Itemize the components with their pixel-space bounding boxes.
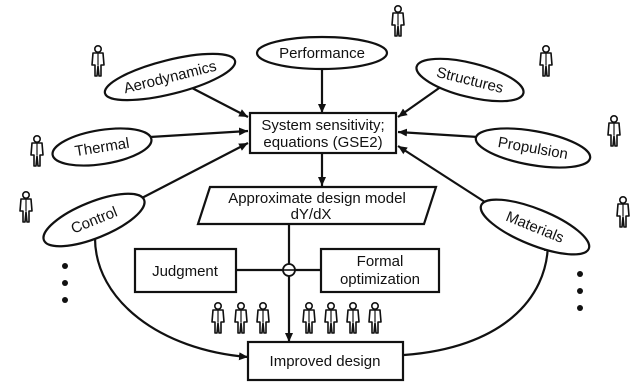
approx-design-model-shape bbox=[196, 185, 438, 226]
improved-design-rect bbox=[246, 340, 405, 382]
discipline-connectors bbox=[137, 68, 489, 205]
discipline-propulsion-ellipse bbox=[474, 127, 592, 169]
arrow-control bbox=[137, 142, 249, 201]
person-icon bbox=[539, 44, 553, 77]
person-icon bbox=[346, 301, 360, 334]
person-icon bbox=[30, 135, 44, 167]
ellipsis-dot-left bbox=[62, 263, 68, 269]
arrow-thermal bbox=[149, 127, 249, 139]
ellipsis-dot-left bbox=[62, 280, 68, 286]
improved-design-box: Improved design bbox=[246, 340, 405, 382]
arrow-structures bbox=[397, 85, 443, 118]
discipline-performance: Performance bbox=[255, 35, 389, 71]
discipline-aerodynamics-ellipse bbox=[103, 52, 237, 102]
approx-design-model-line1: Approximate design model bbox=[228, 190, 406, 207]
person-icon bbox=[391, 4, 405, 37]
person-icon bbox=[91, 44, 105, 77]
discipline-control-ellipse bbox=[42, 192, 146, 248]
ellipsis-dot-left bbox=[62, 297, 68, 303]
person-icon bbox=[324, 301, 338, 334]
approx-design-model: Approximate design model dY/dX bbox=[196, 185, 438, 226]
system-sensitivity-box: System sensitivity; equations (GSE2) bbox=[248, 111, 398, 155]
discipline-performance-ellipse bbox=[255, 35, 389, 71]
discipline-control: Control bbox=[42, 192, 146, 248]
materials-feedback-curve bbox=[403, 241, 552, 357]
person-icon bbox=[616, 196, 630, 228]
person-icon bbox=[234, 301, 248, 334]
discipline-performance-label: Performance bbox=[279, 45, 365, 62]
person-icon bbox=[211, 301, 225, 334]
ellipsis-dot-right bbox=[577, 305, 583, 311]
approx-design-model-line2: dY/dX bbox=[291, 206, 332, 223]
formal-optimization-line2: optimization bbox=[340, 271, 420, 288]
person-icon bbox=[256, 301, 270, 334]
discipline-materials: Materials bbox=[479, 198, 591, 256]
discipline-structures: Structures bbox=[415, 57, 525, 103]
person-icon bbox=[607, 115, 621, 147]
ellipsis-dot-right bbox=[577, 288, 583, 294]
person-icon bbox=[19, 191, 33, 223]
discipline-thermal: Thermal bbox=[51, 127, 153, 167]
person-icon bbox=[368, 301, 382, 334]
formal-optimization-rect bbox=[319, 247, 441, 294]
judgment-label: Judgment bbox=[152, 263, 219, 280]
discipline-structures-ellipse bbox=[415, 57, 525, 103]
judgment-rect bbox=[133, 247, 238, 294]
system-sensitivity-rect bbox=[248, 111, 398, 155]
arrow-aerodynamics bbox=[191, 87, 249, 118]
formal-optimization-box: Formal optimization bbox=[319, 247, 441, 294]
system-sensitivity-line2: equations (GSE2) bbox=[263, 134, 382, 151]
discipline-propulsion: Propulsion bbox=[474, 127, 592, 169]
formal-optimization-line1: Formal bbox=[357, 253, 404, 270]
judgment-box: Judgment bbox=[133, 247, 238, 294]
control-feedback-curve bbox=[93, 237, 249, 361]
arrow-materials bbox=[397, 145, 489, 205]
vertical-ellipsis-icon bbox=[62, 263, 583, 311]
discipline-aerodynamics: Aerodynamics bbox=[103, 52, 237, 102]
improved-design-label: Improved design bbox=[270, 353, 381, 370]
arrow-propulsion bbox=[397, 128, 479, 139]
discipline-materials-ellipse bbox=[479, 198, 591, 256]
system-sensitivity-line1: System sensitivity; bbox=[261, 117, 384, 134]
ellipsis-dot-right bbox=[577, 271, 583, 277]
central-flow bbox=[236, 153, 326, 342]
person-icon bbox=[302, 301, 316, 334]
discipline-thermal-ellipse bbox=[51, 127, 153, 167]
